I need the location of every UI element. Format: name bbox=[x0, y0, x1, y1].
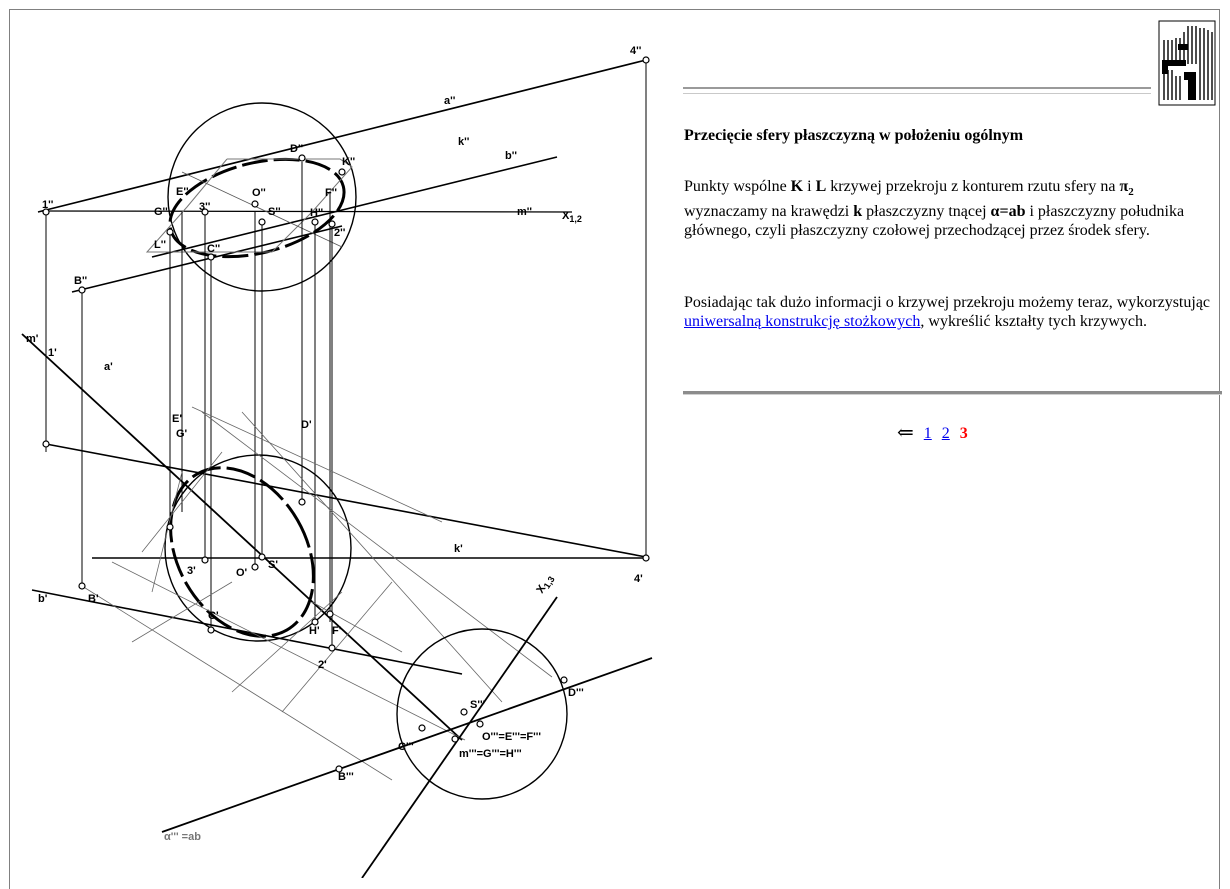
line-m-p bbox=[21, 333, 463, 741]
label-Sp: S' bbox=[268, 559, 278, 571]
sphere-contour-ppp bbox=[396, 628, 568, 800]
label-app: a'' bbox=[444, 95, 456, 107]
page-link-1[interactable]: 1 bbox=[923, 425, 932, 442]
label-Dppp: D''' bbox=[568, 687, 584, 699]
label-4p: 4' bbox=[634, 573, 643, 585]
plane-pi2: π2 bbox=[1119, 178, 1134, 199]
department-logo bbox=[1158, 20, 1216, 106]
label-Bpp: B'' bbox=[74, 275, 88, 287]
label-mp: m' bbox=[26, 333, 39, 345]
label-Bppp: B''' bbox=[338, 771, 354, 783]
line-a-pp bbox=[37, 59, 647, 213]
page-title: Przecięcie sfery płaszczyzną w położeniu… bbox=[684, 127, 1024, 144]
label-kpp: k'' bbox=[458, 136, 470, 148]
label-Sppp: S''' bbox=[470, 699, 486, 711]
line-b-p bbox=[31, 589, 463, 675]
label-Ep: E' bbox=[172, 413, 182, 425]
label-Hp: H' bbox=[309, 625, 320, 637]
line-alpha-ppp bbox=[161, 657, 653, 833]
plane-alpha: α=ab bbox=[990, 203, 1026, 221]
label-bpp: b'' bbox=[505, 150, 517, 162]
label-3p: 3' bbox=[187, 565, 196, 577]
label-Fpp: F'' bbox=[325, 187, 337, 199]
label-Lpp: L'' bbox=[154, 239, 166, 251]
page-frame bbox=[9, 9, 1220, 889]
label-Cp: C' bbox=[208, 610, 219, 622]
label-4pp: 4'' bbox=[630, 45, 642, 57]
label-ap: a' bbox=[104, 361, 113, 373]
label-Opp: O'' bbox=[252, 187, 266, 199]
label-1pp: 1'' bbox=[42, 199, 54, 211]
back-arrow-icon[interactable]: ⇐ bbox=[897, 422, 914, 444]
construction-lines-p bbox=[81, 406, 553, 781]
paragraph-conics: Posiadając tak dużo informacji o krzywej… bbox=[684, 294, 1211, 330]
label-Spp: S'' bbox=[268, 206, 281, 218]
top-divider bbox=[683, 87, 1151, 94]
label-mppp: m'''=G'''=H''' bbox=[459, 748, 522, 760]
label-Fp: F' bbox=[332, 625, 342, 637]
sphere-contour-p bbox=[164, 454, 352, 642]
axis-x13 bbox=[361, 596, 558, 878]
label-x12: X1,2 bbox=[562, 210, 582, 224]
page-current: 3 bbox=[959, 425, 968, 442]
label-Epp: E'' bbox=[176, 186, 189, 198]
label-kp: k' bbox=[454, 543, 463, 555]
label-Kpp: K'' bbox=[342, 156, 356, 168]
label-Hpp: H'' bbox=[310, 207, 324, 219]
label-alpha-ppp: α''' =ab bbox=[164, 831, 201, 843]
paragraph-intersection-points: Punkty wspólne K i L krzywej przekroju z… bbox=[684, 178, 1185, 240]
page-link-2[interactable]: 2 bbox=[941, 425, 950, 442]
label-Bp: B' bbox=[88, 593, 99, 605]
axis-x12 bbox=[41, 210, 573, 213]
label-Dpp: D'' bbox=[290, 143, 304, 155]
label-Oppp: O'''=E'''=F''' bbox=[482, 731, 541, 743]
label-3pp: 3'' bbox=[199, 201, 211, 213]
parallelogram-pp bbox=[145, 158, 353, 253]
edge-k: k bbox=[853, 203, 863, 221]
label-Cpp: C'' bbox=[207, 243, 221, 255]
logo-icon bbox=[1158, 20, 1216, 106]
line-b-pp bbox=[151, 156, 558, 258]
label-mpp: m'' bbox=[517, 206, 532, 218]
point-L: L bbox=[815, 178, 827, 195]
drawing-lines bbox=[21, 59, 653, 878]
conics-construction-link[interactable]: uniwersalną konstrukcję stożkowych bbox=[684, 313, 921, 330]
label-Dp: D' bbox=[301, 419, 312, 431]
label-Gpp: G'' bbox=[154, 206, 168, 218]
section-curve-p bbox=[169, 466, 315, 638]
line-m-pp bbox=[71, 225, 343, 293]
label-Cppp: C''' bbox=[398, 741, 414, 753]
label-1p: 1' bbox=[48, 347, 57, 359]
sphere-section-diagram: 4'' a'' k'' b'' D'' K'' E'' O'' F'' 1'' … bbox=[21, 45, 653, 878]
label-2p: 2' bbox=[318, 659, 327, 671]
line-a-p bbox=[45, 443, 647, 558]
label-2pp: 2'' bbox=[334, 227, 346, 239]
label-Gp: G' bbox=[176, 428, 188, 440]
drawing-points bbox=[42, 56, 650, 773]
drawing-labels: 4'' a'' k'' b'' D'' K'' E'' O'' F'' 1'' … bbox=[26, 45, 643, 843]
label-Op: O' bbox=[236, 567, 248, 579]
label-bp: b' bbox=[38, 593, 48, 605]
point-K: K bbox=[790, 178, 804, 195]
geometry-drawing: 4'' a'' k'' b'' D'' K'' E'' O'' F'' 1'' … bbox=[12, 12, 672, 878]
bottom-divider bbox=[683, 391, 1222, 395]
label-x13: X1,3 bbox=[534, 572, 556, 596]
section-curve-pp bbox=[168, 157, 346, 259]
